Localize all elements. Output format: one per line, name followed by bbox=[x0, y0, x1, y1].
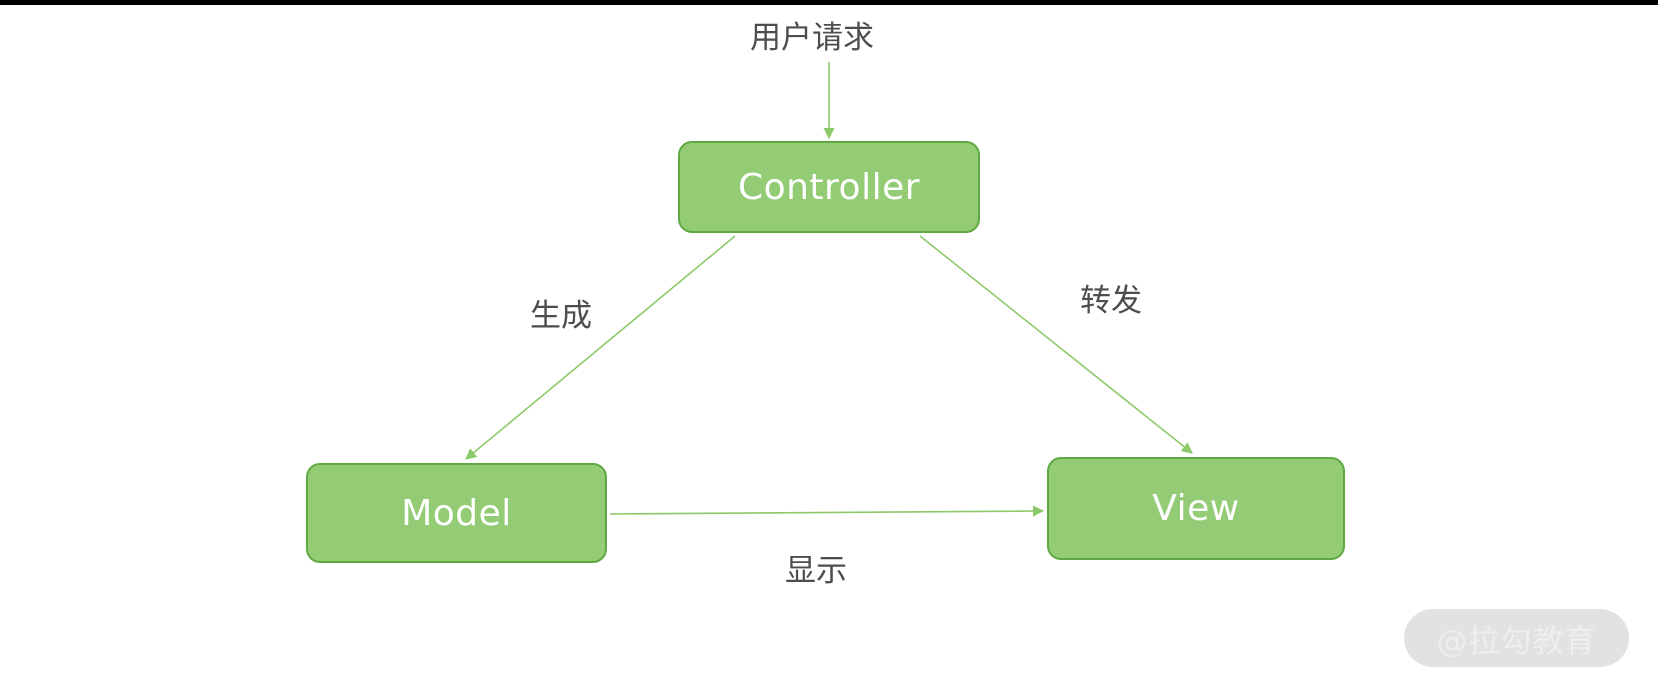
top-black-bar bbox=[0, 0, 1658, 5]
node-model[interactable]: Model bbox=[306, 463, 607, 563]
watermark-badge: @拉勾教育 bbox=[1404, 609, 1629, 667]
node-view[interactable]: View bbox=[1047, 457, 1345, 560]
node-view-label: View bbox=[1152, 488, 1240, 529]
edge-label-user-request: 用户请求 bbox=[750, 20, 874, 56]
edge-controller-to-view bbox=[919, 235, 1193, 454]
edge-controller-to-model bbox=[465, 235, 736, 460]
node-model-label: Model bbox=[401, 492, 512, 534]
watermark-text: @拉勾教育 bbox=[1436, 623, 1597, 660]
edge-label-display: 显示 bbox=[785, 553, 847, 589]
edge-model-to-view bbox=[609, 505, 1045, 517]
node-controller[interactable]: Controller bbox=[678, 141, 980, 233]
edge-label-forward: 转发 bbox=[1080, 283, 1142, 319]
node-controller-label: Controller bbox=[737, 166, 921, 208]
edge-label-generate: 生成 bbox=[530, 298, 592, 334]
